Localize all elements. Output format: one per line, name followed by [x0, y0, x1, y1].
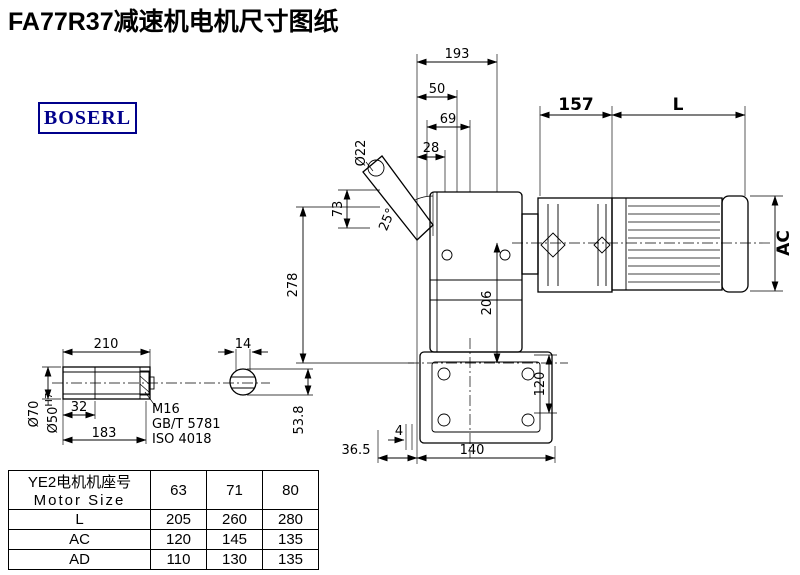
dim-28: 28	[423, 141, 440, 156]
torque-arm	[362, 155, 434, 241]
fan-cover	[721, 195, 749, 293]
dim-278: 278	[286, 273, 301, 298]
dim-210: 210	[94, 337, 119, 352]
table-cell: 205	[150, 509, 207, 530]
dimension-labels: 193 50 69 28 Ø22 73 25° 157 L AC 278 206…	[27, 47, 794, 458]
dim-157: 157	[558, 95, 594, 115]
dim-206: 206	[480, 291, 495, 316]
dim-53-8: 53.8	[292, 406, 307, 435]
size-80: 80	[262, 470, 319, 510]
standard-iso: ISO 4018	[152, 432, 212, 447]
dim-angle-25: 25°	[376, 206, 399, 233]
dim-50: 50	[429, 82, 446, 97]
table-cell: 120	[150, 529, 207, 550]
input-adapter	[521, 197, 613, 293]
mounting-hole	[367, 159, 385, 177]
dim-4: 4	[395, 424, 403, 439]
dim-193: 193	[445, 47, 470, 62]
dimension-lines	[44, 58, 779, 462]
table-cell: 110	[150, 549, 207, 570]
dim-L: L	[673, 95, 684, 115]
dim-120: 120	[533, 372, 548, 397]
row-label-AC: AC	[8, 529, 151, 550]
brand-text: BOSERL	[43, 106, 132, 129]
dim-69: 69	[440, 112, 457, 127]
standard-gbt: GB/T 5781	[152, 417, 221, 432]
row-label-AD: AD	[8, 549, 151, 570]
table-header-motor-size: YE2电机机座号 Motor Size	[8, 470, 151, 510]
dim-32: 32	[71, 400, 88, 415]
table-row: AD 110 130 135	[8, 549, 319, 570]
gearbox-housing	[419, 191, 553, 444]
table-row: L 205 260 280	[8, 509, 319, 530]
dim-183: 183	[92, 426, 117, 441]
table-cell: 135	[262, 529, 319, 550]
size-71: 71	[206, 470, 263, 510]
bore-tolerance: H7	[44, 393, 55, 407]
extension-lines	[42, 54, 783, 464]
table-cell: 130	[206, 549, 263, 570]
row-label-L: L	[8, 509, 151, 530]
table-cell: 145	[206, 529, 263, 550]
dim-14: 14	[235, 337, 252, 352]
table-header-row: YE2电机机座号 Motor Size 63 71 80	[8, 470, 319, 510]
dim-36-5: 36.5	[342, 443, 371, 458]
shaft-end-view	[229, 368, 257, 396]
dim-od-70: Ø70	[27, 401, 42, 428]
thread-callout: M16	[152, 402, 180, 417]
bolt-head	[148, 376, 155, 390]
table-cell: 135	[262, 549, 319, 570]
table-row: AC 120 145 135	[8, 529, 319, 550]
table-cell: 260	[206, 509, 263, 530]
motor-fins	[628, 205, 720, 283]
header-cn: YE2电机机座号	[27, 474, 132, 491]
dim-AC: AC	[774, 230, 794, 256]
dim-73: 73	[331, 201, 346, 218]
dim-140: 140	[460, 443, 485, 458]
centerlines	[52, 242, 770, 458]
thread-leader-line	[144, 391, 157, 408]
table-cell: 280	[262, 509, 319, 530]
dim-hole-22: Ø22	[354, 140, 369, 167]
page-title: FA77R37减速机电机尺寸图纸	[8, 8, 339, 36]
hollow-shaft-detail	[62, 366, 155, 400]
header-en: Motor Size	[33, 492, 126, 509]
hole-leader-line	[365, 161, 374, 172]
size-63: 63	[150, 470, 207, 510]
dim-bore-50h7: Ø50H7	[44, 393, 61, 434]
motor-size-table: YE2电机机座号 Motor Size 63 71 80 L 205 260 2…	[8, 470, 319, 570]
motor-body	[611, 195, 749, 293]
bore-value: Ø50	[46, 407, 61, 434]
brand-logo: BOSERL	[38, 102, 137, 134]
